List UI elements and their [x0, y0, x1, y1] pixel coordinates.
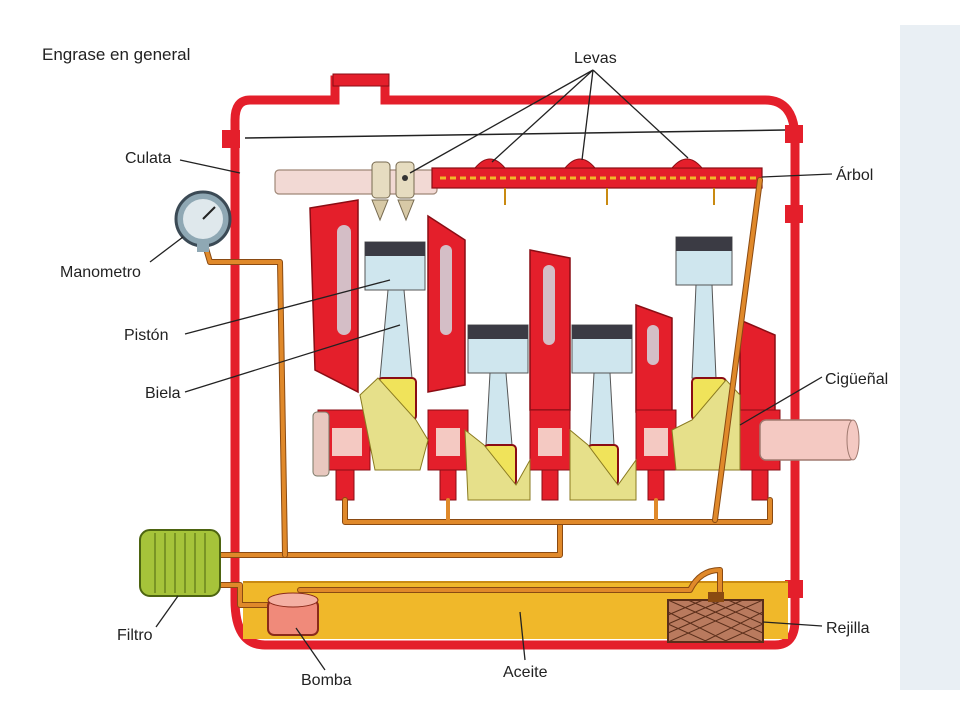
- crankshaft: [312, 377, 860, 501]
- oil-strainer: [667, 592, 764, 643]
- cam-lobe: [473, 158, 507, 169]
- diagram-title: Engrase en general: [42, 45, 190, 64]
- camshaft: [274, 158, 763, 222]
- pressure-gauge: [174, 190, 232, 252]
- label-ciguenal: Cigüeñal: [825, 371, 888, 388]
- label-arbol: Árbol: [836, 165, 873, 184]
- label-bomba: Bomba: [301, 672, 352, 689]
- leader-lines: [149, 69, 833, 671]
- label-levas: Levas: [574, 50, 617, 67]
- oil-pump: [267, 592, 319, 636]
- filler-cap: [332, 73, 390, 87]
- label-rejilla: Rejilla: [826, 620, 870, 637]
- background-panel: [900, 25, 960, 690]
- label-filtro: Filtro: [117, 627, 153, 644]
- label-culata: Culata: [125, 150, 171, 167]
- label-aceite: Aceite: [503, 664, 548, 681]
- oil-filter: [139, 529, 221, 597]
- oil-lines: [202, 177, 773, 608]
- label-biela: Biela: [145, 385, 181, 402]
- pistons: [364, 236, 733, 374]
- label-manometro: Manometro: [60, 264, 141, 281]
- cylinder-block: [309, 199, 776, 421]
- label-piston: Pistón: [124, 327, 168, 344]
- cam-lobe: [670, 158, 704, 169]
